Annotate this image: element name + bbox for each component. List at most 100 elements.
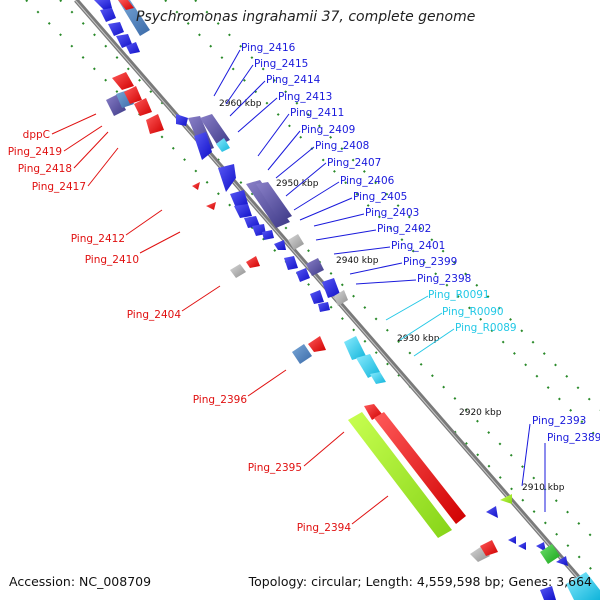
gene-box bbox=[288, 234, 304, 250]
gene-label[interactable]: Ping_2409 bbox=[301, 124, 355, 136]
tick-label: 2950 kbp bbox=[276, 179, 319, 189]
left-labels: dppC Ping_2419 Ping_2418 Ping_2417 Ping_… bbox=[8, 129, 352, 534]
tick-label: 2920 kbp bbox=[459, 408, 502, 418]
gene-arrow bbox=[94, 0, 112, 10]
gene-arrow bbox=[556, 556, 568, 566]
gene-arrow bbox=[234, 204, 252, 218]
gene-arrow bbox=[536, 542, 546, 552]
gene-arrow bbox=[296, 268, 310, 282]
gene-label[interactable]: Ping_2389 bbox=[547, 432, 600, 444]
gene-arrow bbox=[486, 506, 498, 518]
gene-box bbox=[106, 94, 126, 116]
gene-label[interactable]: Ping_2395 bbox=[248, 462, 302, 474]
gene-box bbox=[216, 138, 230, 152]
gene-box bbox=[230, 264, 246, 278]
rna-arrow bbox=[370, 372, 386, 384]
rna-arrow bbox=[344, 336, 366, 360]
gene-label[interactable]: Ping_2402 bbox=[377, 223, 431, 235]
gene-bar bbox=[374, 412, 466, 524]
gene-arrow bbox=[192, 182, 200, 190]
right-leader-lines bbox=[213, 49, 546, 512]
rna-leader-lines bbox=[385, 295, 455, 357]
gene-label[interactable]: Ping_2404 bbox=[127, 309, 182, 321]
gene-label[interactable]: Ping_2405 bbox=[353, 191, 407, 203]
gene-arrow bbox=[318, 302, 330, 312]
gene-arrow bbox=[308, 336, 326, 352]
gene-label[interactable]: Ping_2415 bbox=[254, 58, 308, 70]
gene-label[interactable]: Ping_2406 bbox=[340, 175, 395, 187]
gene-label[interactable]: Ping_2419 bbox=[8, 146, 62, 158]
gene-arrow bbox=[112, 72, 134, 90]
rna-arrow bbox=[356, 354, 380, 378]
rna-label[interactable]: Ping_R0090 bbox=[442, 306, 504, 318]
gene-label[interactable]: Ping_2414 bbox=[266, 74, 321, 86]
gene-arrow bbox=[134, 98, 152, 116]
gene-arrow bbox=[246, 256, 260, 268]
gene-arrow bbox=[124, 86, 142, 104]
tick-label: 2930 kbp bbox=[397, 334, 440, 344]
forward-strand-features bbox=[94, 0, 600, 600]
gene-label[interactable]: dppC bbox=[23, 129, 50, 141]
gene-box bbox=[200, 114, 230, 146]
topology-text: Topology: circular; Length: 4,559,598 bp… bbox=[248, 574, 592, 589]
gene-box bbox=[306, 258, 324, 276]
gene-label[interactable]: Ping_2410 bbox=[85, 254, 139, 266]
gene-arrow bbox=[518, 542, 526, 550]
gene-box bbox=[540, 544, 560, 564]
left-leader-lines bbox=[51, 113, 389, 525]
gene-box bbox=[566, 572, 600, 600]
gene-arrow bbox=[274, 240, 286, 250]
accession-text: Accession: NC_008709 bbox=[9, 574, 152, 589]
gene-arrow bbox=[108, 22, 124, 36]
gene-arrow bbox=[100, 8, 116, 22]
gene-label[interactable]: Ping_2393 bbox=[532, 415, 586, 427]
gene-arrow bbox=[244, 216, 260, 228]
rna-labels: Ping_R0091 Ping_R0090 Ping_R0089 bbox=[428, 289, 517, 334]
gene-label[interactable]: Ping_2396 bbox=[193, 394, 248, 406]
gene-arrow bbox=[480, 540, 498, 556]
gene-label[interactable]: Ping_2408 bbox=[315, 140, 369, 152]
rna-label[interactable]: Ping_R0091 bbox=[428, 289, 490, 301]
gene-arrow bbox=[116, 34, 132, 48]
right-labels: Ping_2416 Ping_2415 Ping_2414 Ping_2413 … bbox=[241, 42, 600, 444]
gene-label[interactable]: Ping_2411 bbox=[290, 107, 344, 119]
rna-label[interactable]: Ping_R0089 bbox=[455, 322, 517, 334]
gene-label[interactable]: Ping_2407 bbox=[327, 157, 381, 169]
gene-arrow bbox=[218, 164, 236, 192]
gene-label[interactable]: Ping_2418 bbox=[18, 163, 72, 175]
gene-arrow bbox=[508, 536, 516, 544]
gene-bar bbox=[348, 412, 452, 538]
gene-box bbox=[292, 344, 312, 364]
gene-label[interactable]: Ping_2416 bbox=[241, 42, 296, 54]
tick-label: 2960 kbp bbox=[219, 99, 262, 109]
gene-arrow bbox=[310, 290, 324, 304]
gene-arrow bbox=[126, 42, 140, 54]
gene-arrow bbox=[206, 202, 216, 210]
gene-box bbox=[118, 0, 134, 10]
gene-label[interactable]: Ping_2394 bbox=[297, 522, 352, 534]
gene-label[interactable]: Ping_2398 bbox=[417, 273, 471, 285]
gene-arrow bbox=[194, 132, 212, 160]
gene-label[interactable]: Ping_2417 bbox=[32, 181, 86, 193]
tick-label: 2940 kbp bbox=[336, 256, 379, 266]
gene-label[interactable]: Ping_2399 bbox=[403, 256, 457, 268]
gene-box bbox=[334, 290, 348, 306]
gene-arrow bbox=[284, 256, 298, 270]
gene-box bbox=[256, 182, 292, 222]
gene-label[interactable]: Ping_2412 bbox=[71, 233, 125, 245]
gene-label[interactable]: Ping_2413 bbox=[278, 91, 332, 103]
gene-arrow bbox=[146, 114, 164, 134]
gene-arrow bbox=[262, 230, 274, 240]
gene-arrow bbox=[540, 586, 556, 600]
gene-arrow bbox=[230, 190, 248, 208]
tick-label: 2910 kbp bbox=[522, 483, 565, 493]
dotted-track bbox=[194, 0, 600, 411]
genome-title: Psychromonas ingrahamii 37, complete gen… bbox=[136, 9, 476, 25]
reverse-strand-features bbox=[106, 72, 498, 562]
gene-label[interactable]: Ping_2403 bbox=[365, 207, 419, 219]
gene-label[interactable]: Ping_2401 bbox=[391, 240, 445, 252]
gene-arrow bbox=[322, 278, 340, 298]
gene-arrow bbox=[176, 114, 188, 126]
gene-arrow bbox=[500, 494, 512, 504]
